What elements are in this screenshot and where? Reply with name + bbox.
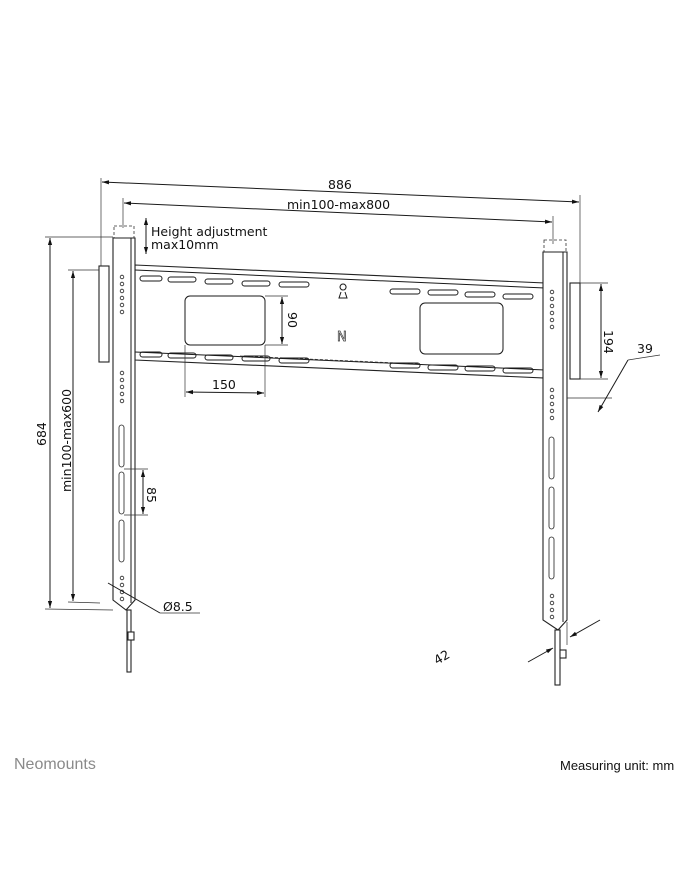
dim-194-label: 194 — [601, 330, 616, 354]
dim-684-label: 684 — [34, 422, 49, 446]
dim-arm-range: min100-max600 — [59, 269, 101, 604]
dim-arm-depth: 42 — [431, 619, 601, 668]
plate-slots — [139, 275, 534, 374]
dim-150-label: 150 — [212, 377, 236, 392]
dim-height-adjustment: Height adjustment max10mm — [143, 218, 267, 254]
dim-wall-distance: 39 — [567, 341, 661, 413]
dim-hole-diameter: Ø8.5 — [107, 582, 200, 614]
dim-overall-height: 684 — [34, 236, 114, 611]
dim-slot-length: 85 — [124, 468, 159, 516]
dim-overall-width: 886 — [100, 177, 581, 292]
left-upright-arm — [98, 225, 136, 673]
right-upright-arm — [542, 239, 581, 686]
neomounts-logo-mark: N — [337, 330, 347, 345]
dim-hole-height: 90 — [265, 295, 300, 346]
dim-42-label: 42 — [431, 647, 452, 668]
dim-rail-width: min100-max800 — [122, 197, 554, 244]
dim-886-label: 886 — [328, 177, 352, 192]
wall-plate: N — [134, 264, 546, 379]
measuring-unit-note: Measuring unit: mm — [560, 758, 675, 773]
vesa-cutout-left — [184, 295, 266, 346]
dim-diameter-label: Ø8.5 — [163, 599, 193, 614]
dim-39-label: 39 — [637, 341, 653, 356]
dim-plate-height: 194 — [580, 282, 616, 380]
dim-arm-range-label: min100-max600 — [59, 389, 74, 492]
keyhole-icon — [338, 283, 348, 299]
brand-logo: Neomounts — [14, 756, 96, 773]
dim-90-label: 90 — [285, 312, 300, 328]
height-adjustment-max-label: max10mm — [151, 237, 219, 252]
dim-85-label: 85 — [144, 487, 159, 503]
dim-rail-width-label: min100-max800 — [287, 197, 390, 212]
vesa-cutout-right — [419, 302, 504, 355]
dim-hole-width: 150 — [184, 345, 266, 397]
height-adjustment-label: Height adjustment — [151, 224, 267, 239]
